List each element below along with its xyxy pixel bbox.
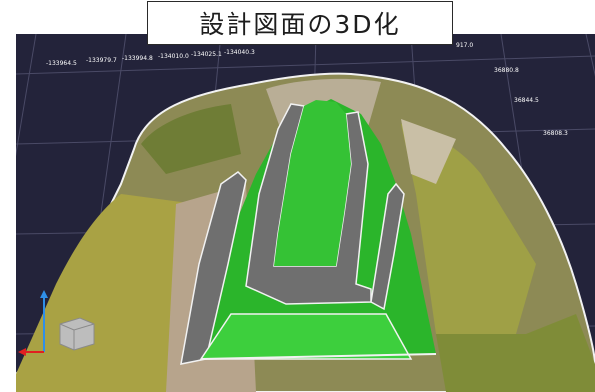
3d-viewport[interactable]: -133964.5 -133979.7 -133994.8 -134010.0 … xyxy=(16,34,595,392)
design-bottom-face xyxy=(199,313,413,360)
coord-label: -134010.0 xyxy=(158,53,189,60)
coord-label: -133979.7 xyxy=(86,57,117,64)
design-left-road xyxy=(180,171,247,365)
title-banner: 設計図面の3D化 xyxy=(147,1,453,45)
terrain-field-upper-left xyxy=(141,104,241,174)
coord-label: -134025.1 xyxy=(191,51,222,58)
coord-label: -134040.3 xyxy=(224,49,255,56)
coord-label: 917.0 xyxy=(456,42,474,49)
terrain-field-lower-right xyxy=(436,314,595,392)
design-inner-slope xyxy=(274,100,351,266)
3d-scene xyxy=(16,34,595,392)
page-title: 設計図面の3D化 xyxy=(199,10,401,39)
axis-cube-icon xyxy=(59,317,95,351)
axis-gizmo[interactable] xyxy=(18,290,95,356)
design-right-road xyxy=(370,182,405,311)
coord-label: 36880.8 xyxy=(494,67,519,74)
coord-label: -133994.8 xyxy=(122,55,153,62)
coord-label: -133964.5 xyxy=(46,60,77,67)
coord-label: 36808.3 xyxy=(543,130,568,137)
coord-label: 36844.5 xyxy=(514,97,539,104)
design-outline xyxy=(200,353,437,360)
terrain-bare-right xyxy=(401,119,456,184)
